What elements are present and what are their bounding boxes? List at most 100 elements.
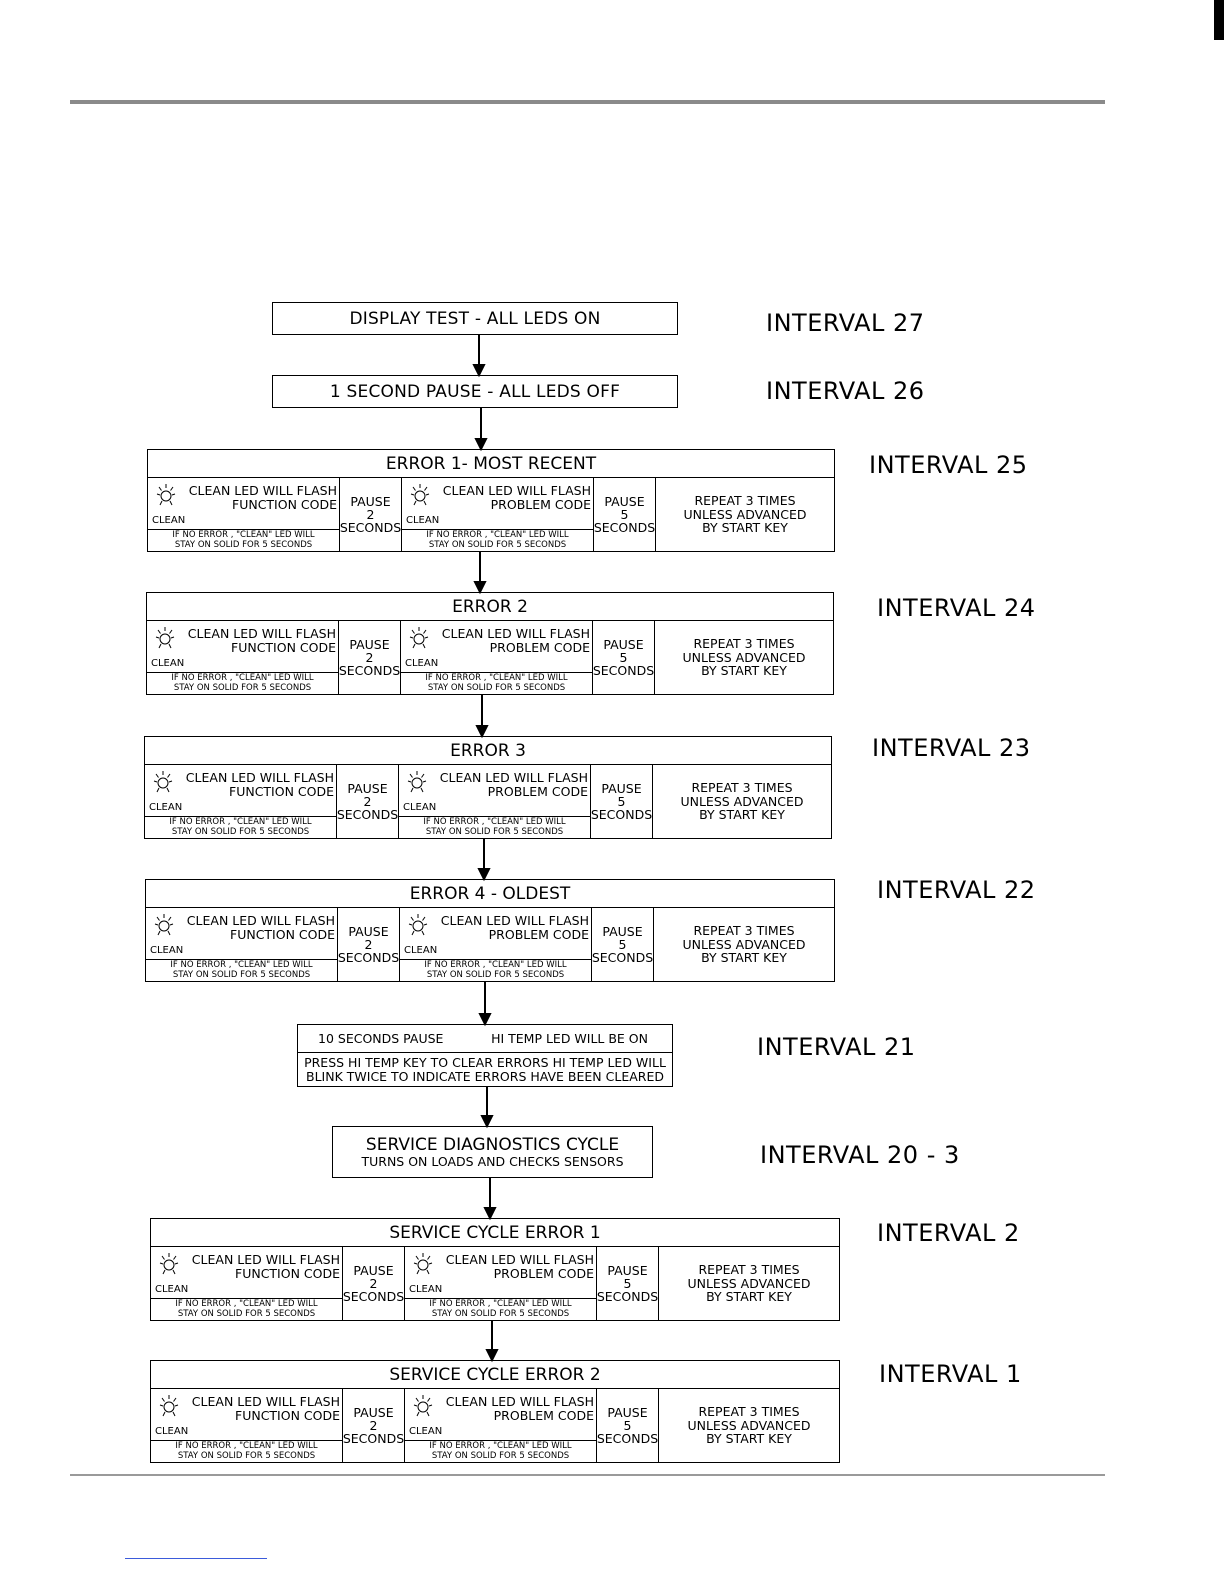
seconds-label: SECONDS <box>596 1289 659 1304</box>
led-flash-text: CLEAN LED WILL FLASH PROBLEM CODE <box>443 484 591 512</box>
led-flash-text: CLEAN LED WILL FLASH FUNCTION CODE <box>189 484 337 512</box>
led-flash-label: CLEAN LED WILL FLASH <box>441 626 590 641</box>
led-cell: CLEAN LED WILL FLASH FUNCTION CODE CLEAN… <box>145 765 337 838</box>
led-icon <box>413 1253 433 1275</box>
arrow-head <box>478 1013 492 1027</box>
interval-1-label: INTERVAL 1 <box>879 1360 1022 1388</box>
error-title: ERROR 4 - OLDEST <box>146 880 834 908</box>
led-flash-label: CLEAN LED WILL FLASH <box>185 770 334 785</box>
repeat-cell: REPEAT 3 TIMES UNLESS ADVANCED BY START … <box>653 765 831 838</box>
seconds-label: SECONDS <box>591 950 654 965</box>
pause-label: PAUSE <box>348 924 389 939</box>
clean-led-label: CLEAN <box>403 802 437 813</box>
clean-led-label: CLEAN <box>152 515 186 526</box>
led-cell: CLEAN LED WILL FLASH PROBLEM CODE CLEAN … <box>400 908 592 981</box>
no-error-line-2: STAY ON SOLID FOR 5 SECONDS <box>426 969 565 980</box>
seconds-label: SECONDS <box>590 807 653 822</box>
led-flash-area: CLEAN LED WILL FLASH PROBLEM CODE CLEAN <box>402 478 593 530</box>
code-label: PROBLEM CODE <box>488 927 589 942</box>
clean-led-label: CLEAN <box>151 658 185 669</box>
repeat-line-3: BY START KEY <box>701 663 787 679</box>
led-flash-label: CLEAN LED WILL FLASH <box>188 483 337 498</box>
repeat-line-3: BY START KEY <box>699 807 785 823</box>
pause-seconds-number: 2 <box>364 937 373 952</box>
clean-led-label: CLEAN <box>149 802 183 813</box>
no-error-line-2: STAY ON SOLID FOR 5 SECONDS <box>428 539 567 550</box>
error-title: ERROR 3 <box>145 737 831 765</box>
repeat-line-3: BY START KEY <box>706 1431 792 1447</box>
led-icon <box>154 914 174 936</box>
led-flash-text: CLEAN LED WILL FLASH PROBLEM CODE <box>442 627 590 655</box>
no-error-note: IF NO ERROR , "CLEAN" LED WILL STAY ON S… <box>147 673 338 694</box>
led-flash-label: CLEAN LED WILL FLASH <box>445 1394 594 1409</box>
service-cycle-error-block-2: SERVICE CYCLE ERROR 2 CLEAN LED WILL FLA… <box>150 1360 840 1463</box>
pause-cell: PAUSE 2 SECONDS <box>338 908 400 981</box>
led-flash-text: CLEAN LED WILL FLASH FUNCTION CODE <box>187 914 335 942</box>
repeat-line-1: REPEAT 3 TIMES <box>691 780 793 796</box>
led-flash-label: CLEAN LED WILL FLASH <box>440 913 589 928</box>
repeat-line-1: REPEAT 3 TIMES <box>694 493 796 509</box>
interval-20-3-label: INTERVAL 20 - 3 <box>760 1141 960 1169</box>
no-error-note: IF NO ERROR , "CLEAN" LED WILL STAY ON S… <box>145 817 336 838</box>
led-flash-area: CLEAN LED WILL FLASH PROBLEM CODE CLEAN <box>400 908 591 960</box>
led-flash-area: CLEAN LED WILL FLASH PROBLEM CODE CLEAN <box>401 621 592 673</box>
repeat-line-2: UNLESS ADVANCED <box>682 649 806 665</box>
error-title: ERROR 1- MOST RECENT <box>148 450 834 478</box>
interval-24-label: INTERVAL 24 <box>877 594 1036 622</box>
led-flash-area: CLEAN LED WILL FLASH FUNCTION CODE CLEAN <box>147 621 338 673</box>
pause-cell: PAUSE 2 SECONDS <box>343 1247 405 1320</box>
clean-led-label: CLEAN <box>155 1284 189 1295</box>
no-error-note: IF NO ERROR , "CLEAN" LED WILL STAY ON S… <box>405 1441 596 1462</box>
led-flash-text: CLEAN LED WILL FLASH FUNCTION CODE <box>192 1253 340 1281</box>
led-flash-label: CLEAN LED WILL FLASH <box>439 770 588 785</box>
error-block-1: ERROR 1- MOST RECENT CLEAN LED WILL FLAS… <box>147 449 835 552</box>
no-error-line-1: IF NO ERROR , "CLEAN" LED WILL <box>426 530 569 540</box>
pause-cell: PAUSE 2 SECONDS <box>343 1389 405 1462</box>
seconds-label: SECONDS <box>593 520 656 535</box>
interval-21-box: 10 SECONDS PAUSE HI TEMP LED WILL BE ON … <box>297 1024 673 1087</box>
code-label: PROBLEM CODE <box>487 784 588 799</box>
led-icon <box>155 627 175 649</box>
led-flash-label: CLEAN LED WILL FLASH <box>191 1252 340 1267</box>
led-flash-area: CLEAN LED WILL FLASH FUNCTION CODE CLEAN <box>151 1389 342 1441</box>
pause-seconds-number: 5 <box>620 507 629 522</box>
pause-label: PAUSE <box>350 494 391 509</box>
no-error-line-2: STAY ON SOLID FOR 5 SECONDS <box>177 1450 316 1461</box>
pause-cell: PAUSE 2 SECONDS <box>337 765 399 838</box>
led-icon <box>413 1395 433 1417</box>
pause-all-off-text: 1 SECOND PAUSE - ALL LEDS OFF <box>329 381 621 402</box>
pause-seconds-number: 5 <box>618 937 627 952</box>
no-error-note: IF NO ERROR , "CLEAN" LED WILL STAY ON S… <box>405 1299 596 1320</box>
service-diagnostics-box: SERVICE DIAGNOSTICS CYCLE TURNS ON LOADS… <box>332 1126 653 1178</box>
pause-label: PAUSE <box>607 1405 648 1420</box>
pause-all-off-box: 1 SECOND PAUSE - ALL LEDS OFF <box>272 375 678 408</box>
no-error-note: IF NO ERROR , "CLEAN" LED WILL STAY ON S… <box>400 960 591 981</box>
error-block-2: ERROR 2 CLEAN LED WILL FLASH FUNCTION CO… <box>146 592 834 695</box>
pause-label: PAUSE <box>602 924 643 939</box>
no-error-line-1: IF NO ERROR , "CLEAN" LED WILL <box>423 817 566 827</box>
clean-led-label: CLEAN <box>405 658 439 669</box>
led-flash-label: CLEAN LED WILL FLASH <box>442 483 591 498</box>
no-error-note: IF NO ERROR , "CLEAN" LED WILL STAY ON S… <box>402 530 593 551</box>
repeat-line-2: UNLESS ADVANCED <box>683 506 807 522</box>
interval-25-label: INTERVAL 25 <box>869 451 1028 479</box>
no-error-line-1: IF NO ERROR , "CLEAN" LED WILL <box>425 673 568 683</box>
no-error-line-1: IF NO ERROR , "CLEAN" LED WILL <box>429 1299 572 1309</box>
no-error-line-1: IF NO ERROR , "CLEAN" LED WILL <box>175 1299 318 1309</box>
led-flash-area: CLEAN LED WILL FLASH FUNCTION CODE CLEAN <box>148 478 339 530</box>
seconds-label: SECONDS <box>342 1289 405 1304</box>
no-error-line-2: STAY ON SOLID FOR 5 SECONDS <box>177 1308 316 1319</box>
led-flash-label: CLEAN LED WILL FLASH <box>186 913 335 928</box>
repeat-line-2: UNLESS ADVANCED <box>687 1417 811 1433</box>
clean-led-label: CLEAN <box>404 945 438 956</box>
pause-seconds-number: 2 <box>366 507 375 522</box>
led-cell: CLEAN LED WILL FLASH PROBLEM CODE CLEAN … <box>402 478 594 551</box>
led-icon <box>407 771 427 793</box>
led-icon <box>409 627 429 649</box>
pause-label: PAUSE <box>353 1405 394 1420</box>
no-error-line-1: IF NO ERROR , "CLEAN" LED WILL <box>172 530 315 540</box>
repeat-cell: REPEAT 3 TIMES UNLESS ADVANCED BY START … <box>654 908 834 981</box>
led-cell: CLEAN LED WILL FLASH FUNCTION CODE CLEAN… <box>147 621 339 694</box>
code-label: PROBLEM CODE <box>490 497 591 512</box>
led-cell: CLEAN LED WILL FLASH PROBLEM CODE CLEAN … <box>405 1247 597 1320</box>
